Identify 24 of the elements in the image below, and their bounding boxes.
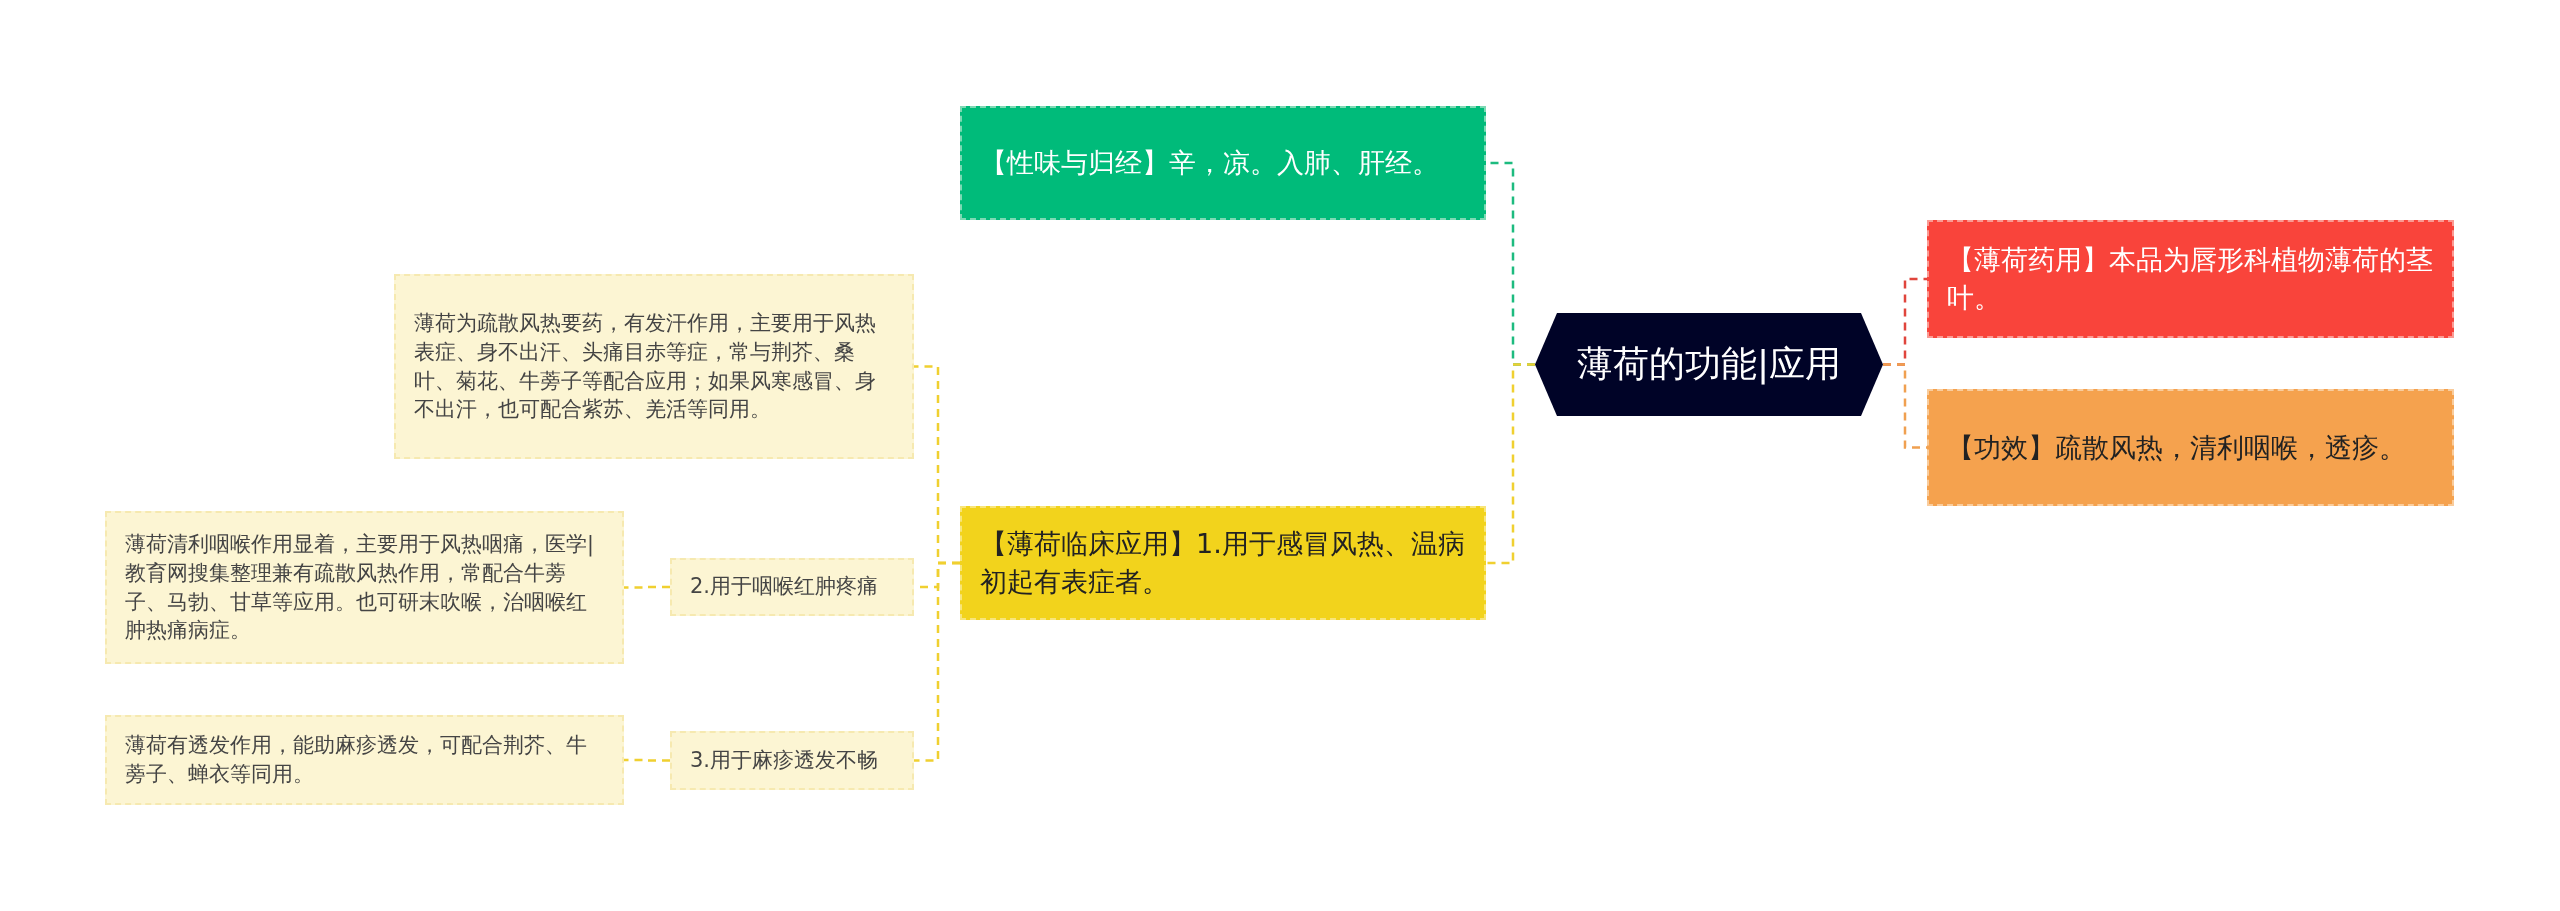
topic-text: 【薄荷临床应用】1.用于感冒风热、温病初起有表症者。: [980, 527, 1466, 599]
topic-text: 【性味与归经】辛，凉。入肺、肝经。: [980, 146, 1439, 181]
topic-text: 薄荷有透发作用，能助麻疹透发，可配合荆芥、牛蒡子、蝉衣等同用。: [125, 732, 588, 788]
topic-text: 薄荷清利咽喉作用显着，主要用于风热咽痛，医学|教育网搜集整理兼有疏散风热作用，常配合牛蒡子、马勃、甘草等应用。也可研末吹喉，治咽喉红肿热痛病症。: [125, 531, 595, 645]
topic-text: 【薄荷药用】本品为唇形科植物薄荷的茎叶。: [1947, 243, 2434, 315]
detail-note: [394, 274, 914, 459]
detail-note: [105, 715, 624, 805]
detail-note: [105, 511, 624, 664]
topic-box: [960, 106, 1486, 220]
connector-line: [624, 585, 670, 589]
topic-box: [1927, 389, 2454, 506]
topic-text: 【功效】疏散风热，清利咽喉，透疹。: [1947, 430, 2406, 465]
central-topic-text: 薄荷的功能|应用: [1576, 342, 1842, 387]
central-topic-hexagon: [1535, 313, 1883, 416]
topic-text: 3.用于麻疹透发不畅: [690, 746, 879, 774]
topic-text: 2.用于咽喉红肿疼痛: [690, 573, 879, 601]
subtopic-box: [670, 731, 914, 790]
topic-text: 薄荷为疏散风热要药，有发汗作用，主要用于风热表症、身不出汗、头痛目赤等症，常与荆芥、桑叶、菊花、牛蒡子等配合应用；如果风寒感冒、身不出汗，也可配合紫苏、羌活等同用。: [414, 310, 877, 424]
subtopic-box: [670, 558, 914, 616]
connector-line: [1486, 363, 1535, 565]
topic-box: [1927, 220, 2454, 338]
topic-box: [960, 506, 1486, 620]
connector-line: [914, 561, 960, 762]
connector-line: [624, 758, 670, 762]
